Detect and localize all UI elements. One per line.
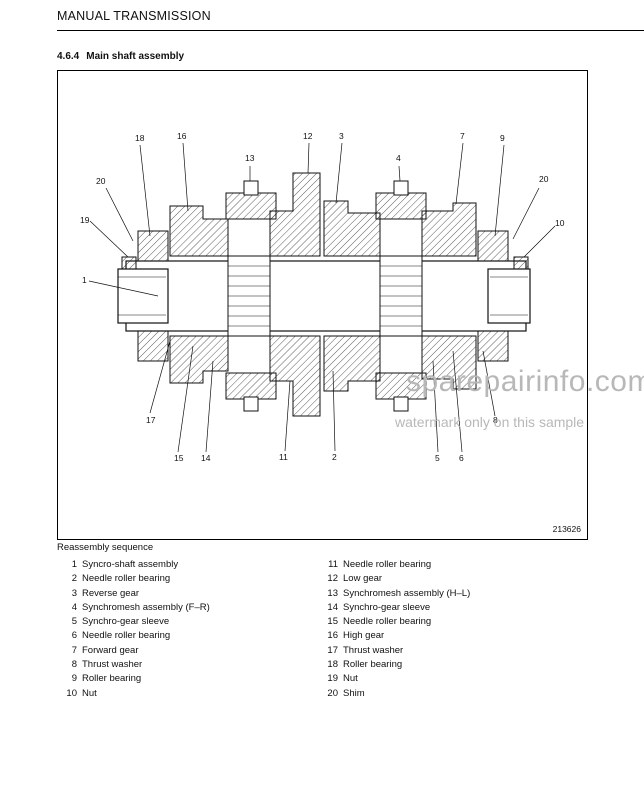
callout-9: 9 <box>500 133 505 143</box>
watermark-site: sparepairinfo.com <box>406 365 644 398</box>
callout-11: 11 <box>279 452 288 462</box>
callout-20-left: 20 <box>96 176 106 186</box>
leader-lines <box>88 142 556 453</box>
figure-id: 213626 <box>552 524 581 534</box>
page-header-title: MANUAL TRANSMISSION <box>57 9 211 23</box>
bearing-left-top <box>137 230 169 262</box>
bearing-left-bottom <box>137 330 169 362</box>
callout-6: 6 <box>459 453 464 463</box>
gear-low-bottom <box>269 335 321 417</box>
shaft-right-end <box>487 268 531 324</box>
callout-5: 5 <box>435 453 440 463</box>
nut-left <box>121 256 137 270</box>
gear-low-top <box>269 172 321 257</box>
section-title: Main shaft assembly <box>86 51 185 62</box>
section-heading: 4.6.4 Main shaft assembly <box>57 51 184 62</box>
gear-forward-top <box>421 202 477 257</box>
callout-4: 4 <box>396 153 401 163</box>
callout-19: 19 <box>80 215 90 225</box>
callout-20-right: 20 <box>539 174 549 184</box>
callout-14: 14 <box>201 453 211 463</box>
callout-10: 10 <box>555 218 565 228</box>
synchro-hl-bottom <box>225 372 277 400</box>
gear-reverse-top <box>323 200 381 257</box>
callout-15: 15 <box>174 453 184 463</box>
synchro-fr-top <box>375 192 427 220</box>
callout-18: 18 <box>135 133 145 143</box>
section-number: 4.6.4 <box>57 51 80 62</box>
nut-right <box>513 256 529 270</box>
watermark-note: watermark only on this sample <box>395 414 585 430</box>
gear-high-top <box>169 205 229 257</box>
callout-1: 1 <box>82 275 87 285</box>
shaft-left-end <box>117 268 169 324</box>
callout-2: 2 <box>332 452 337 462</box>
callout-16: 16 <box>177 131 187 141</box>
callout-3: 3 <box>339 131 344 141</box>
callout-13: 13 <box>245 153 255 163</box>
reassembly-sequence-title: Reassembly sequence <box>57 542 154 553</box>
bearing-right-top <box>477 230 509 262</box>
callout-7: 7 <box>460 131 465 141</box>
callout-8: 8 <box>493 415 498 425</box>
shaft-body <box>125 260 527 332</box>
synchro-hl-top <box>225 192 277 220</box>
cross-section-drawing: 18 16 12 3 7 9 13 4 20 20 19 10 1 17 15 … <box>80 131 565 463</box>
bearing-right-bottom <box>477 330 509 362</box>
main-shaft-figure: 18 16 12 3 7 9 13 4 20 20 19 10 1 17 15 … <box>57 70 588 540</box>
header-rule <box>57 30 644 31</box>
callout-17: 17 <box>146 415 156 425</box>
callout-12: 12 <box>303 131 313 141</box>
synchro-fr-bottom <box>375 372 427 400</box>
gear-high-bottom <box>169 335 229 384</box>
gear-reverse-bottom <box>323 335 381 392</box>
